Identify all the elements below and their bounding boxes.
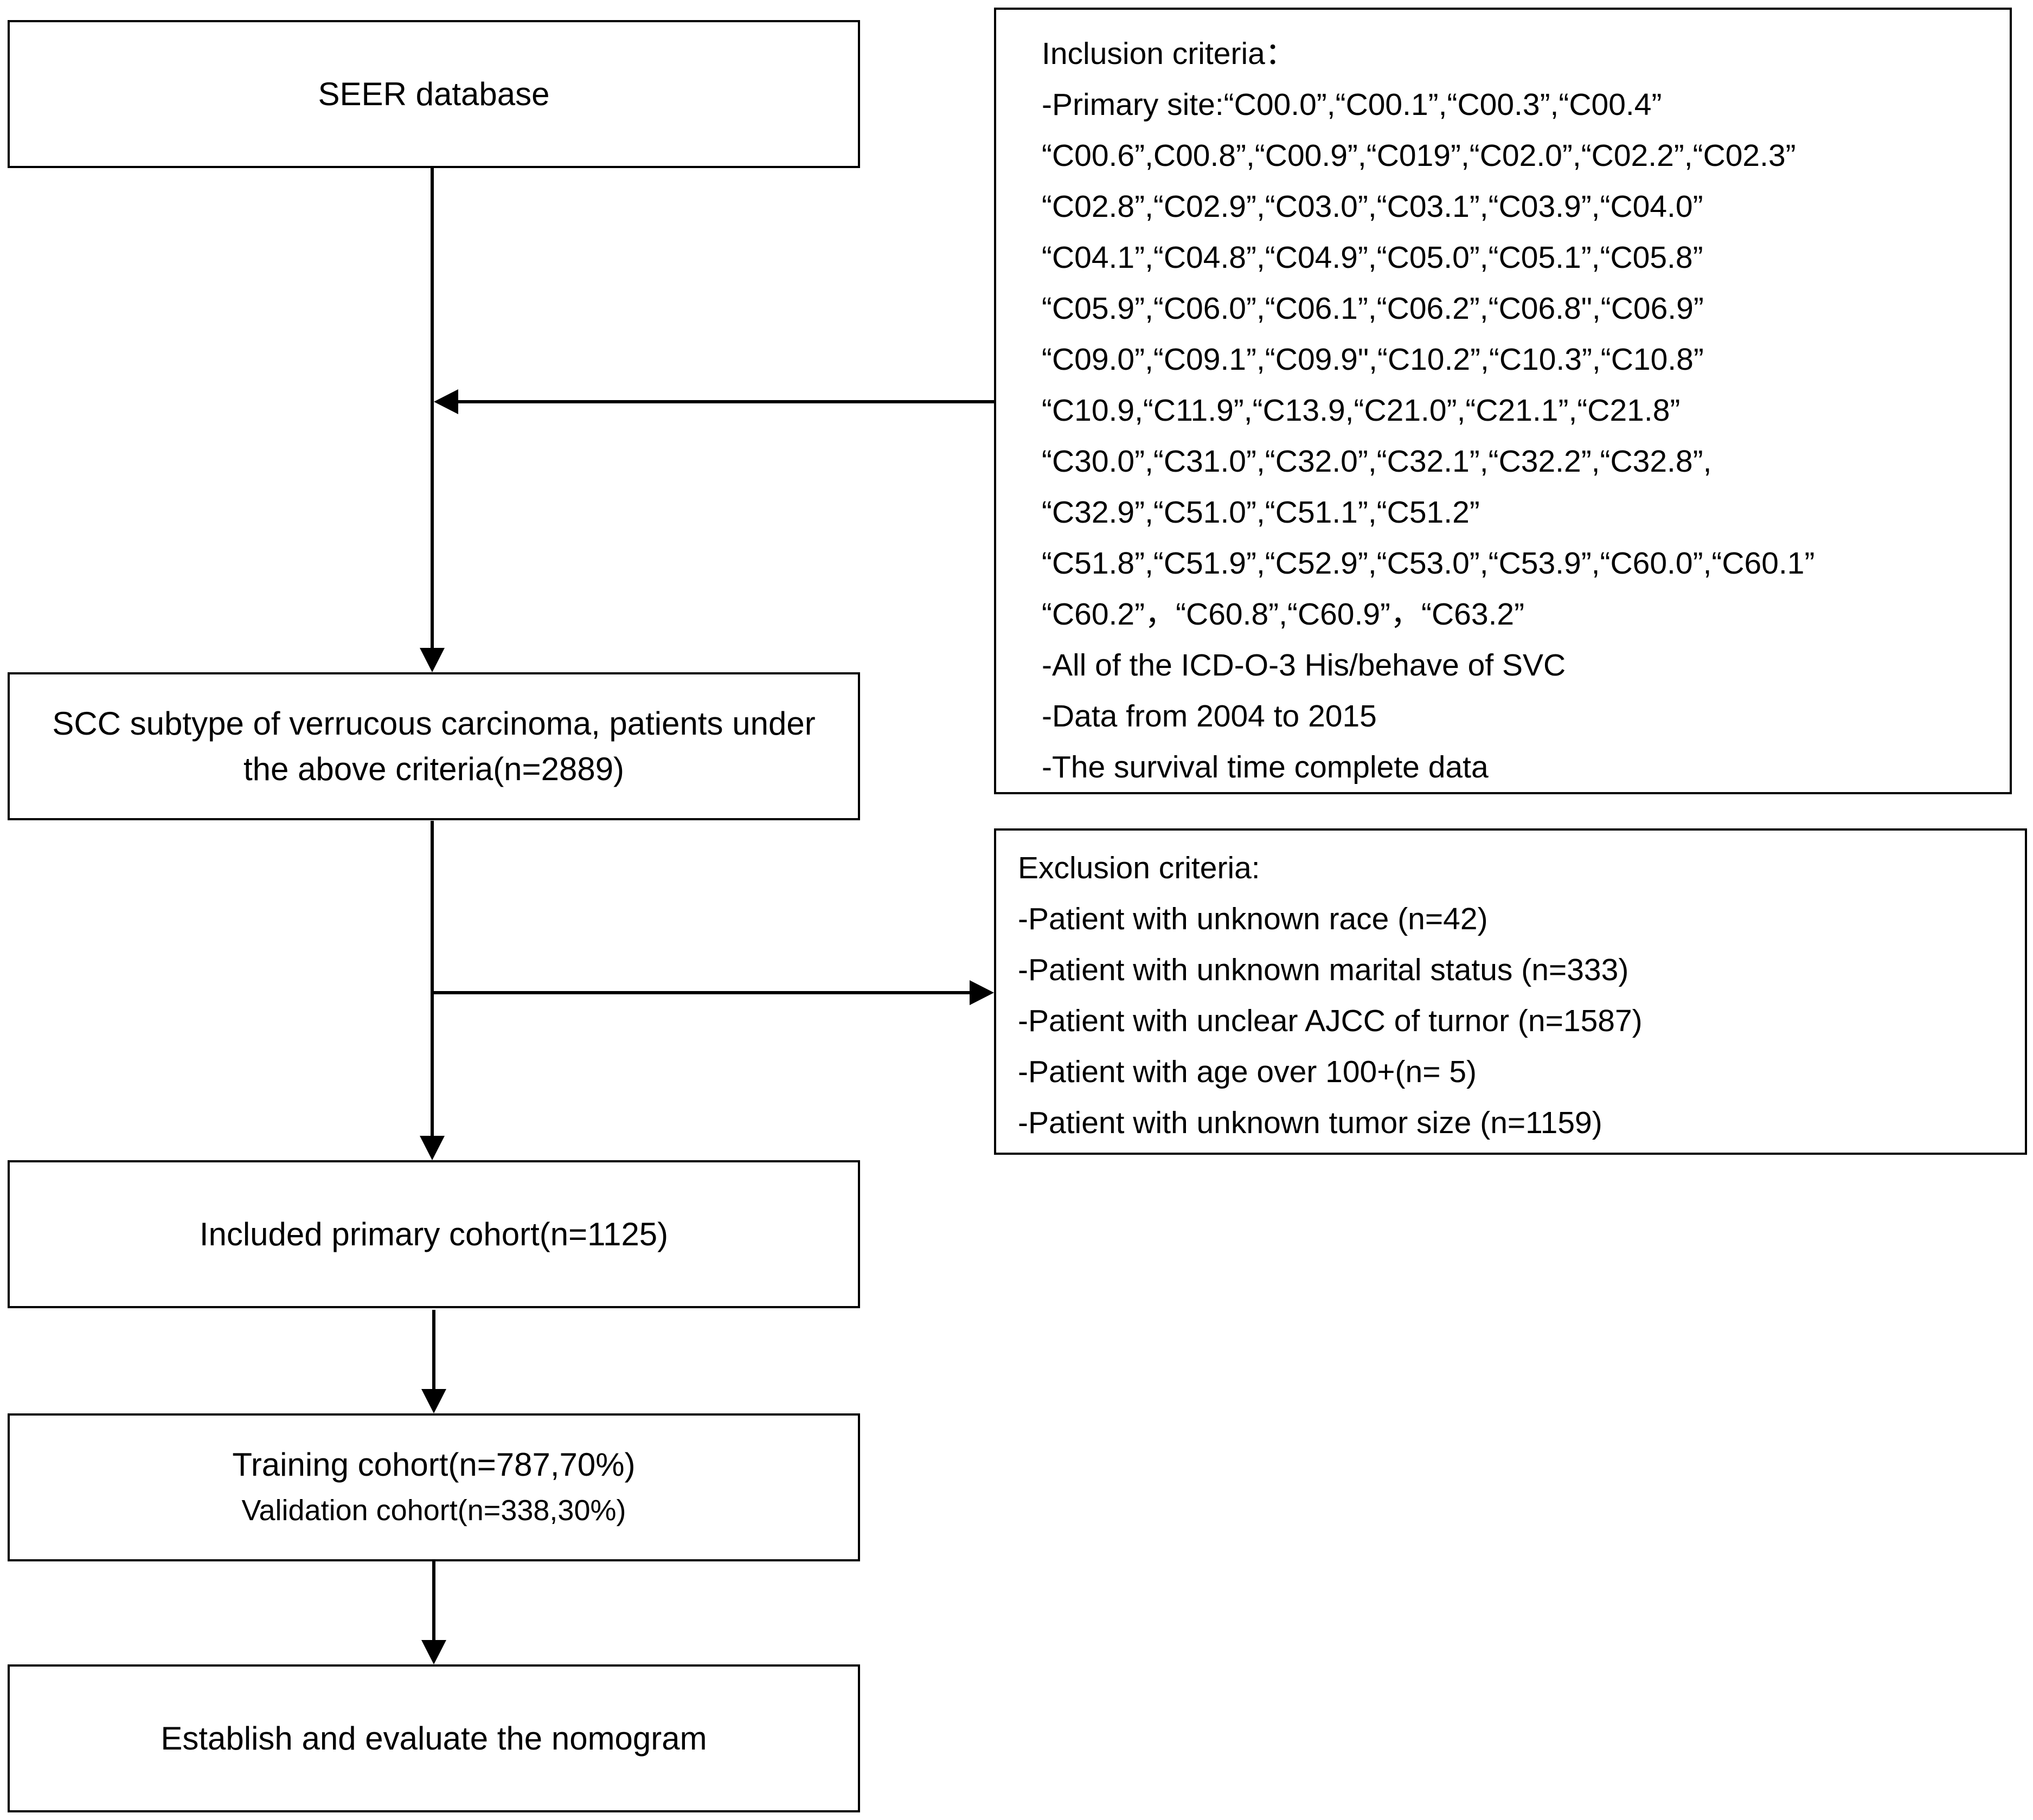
seer-database-box: SEER database <box>8 20 860 168</box>
inclusion-criteria-box: Inclusion criteria： -Primary site:“C00.0… <box>994 8 2012 794</box>
establish-nomogram-label: Establish and evaluate the nomogram <box>161 1720 707 1757</box>
inclusion-line: “C60.2”，“C60.8”,“C60.9”，“C63.2” <box>1042 597 1525 632</box>
inclusion-line: “C10.9,“C11.9”,“C13.9,“C21.0”,“C21.1”,“C… <box>1042 393 1681 428</box>
arrowhead-exclusion <box>970 980 994 1005</box>
exclusion-criteria-box: Exclusion criteria: -Patient with unknow… <box>994 828 2027 1155</box>
cohorts-box: Training cohort(n=787,70%) Validation co… <box>8 1413 860 1561</box>
exclusion-line: -Patient with unknown tumor size (n=1159… <box>1018 1105 1602 1140</box>
inclusion-line: “C30.0”,“C31.0”,“C32.0”,“C32.1”,“C32.2”,… <box>1042 444 1712 479</box>
arrowhead-included <box>420 1136 445 1160</box>
inclusion-line: -All of the ICD-O-3 His/behave of SVC <box>1042 648 1566 683</box>
inclusion-line: “C00.6”,C00.8”,“C00.9”,“C019”,“C02.0”,“C… <box>1042 138 1796 173</box>
exclusion-line: -Patient with unknown marital status (n=… <box>1018 953 1629 987</box>
inclusion-line: “C09.0”,“C09.1”,“C09.9",“C10.2”,“C10.3”,… <box>1042 342 1704 377</box>
exclusion-line: -Patient with age over 100+(n= 5) <box>1018 1054 1477 1089</box>
arrowhead-inclusion <box>434 389 458 414</box>
seer-database-label: SEER database <box>318 75 550 112</box>
included-cohort-label: Included primary cohort(n=1125) <box>199 1216 669 1252</box>
scc-subtype-box: SCC subtype of verrucous carcinoma, pati… <box>8 672 860 820</box>
inclusion-line: -Primary site:“C00.0”,“C00.1”,“C00.3”,“C… <box>1042 87 1662 122</box>
inclusion-title: Inclusion criteria： <box>1042 36 1296 71</box>
inclusion-line: “C04.1”,“C04.8”,“C04.9”,“C05.0”,“C05.1”,… <box>1042 240 1703 275</box>
arrowhead-establish <box>421 1640 446 1664</box>
exclusion-title: Exclusion criteria: <box>1018 851 1260 885</box>
inclusion-line: “C05.9”,“C06.0”,“C06.1”,“C06.2”,“C06.8",… <box>1042 291 1704 326</box>
exclusion-line: -Patient with unknown race (n=42) <box>1018 902 1488 936</box>
scc-subtype-line-1: SCC subtype of verrucous carcinoma, pati… <box>52 705 816 742</box>
establish-nomogram-box: Establish and evaluate the nomogram <box>8 1664 860 1812</box>
inclusion-line: “C02.8”,“C02.9”,“C03.0”,“C03.1”,“C03.9”,… <box>1042 189 1703 224</box>
arrowhead-cohorts <box>421 1389 446 1413</box>
exclusion-line: -Patient with unclear AJCC of turnor (n=… <box>1018 1004 1643 1038</box>
inclusion-line: “C32.9”,“C51.0”,“C51.1”,“C51.2” <box>1042 495 1480 530</box>
inclusion-line: -The survival time complete data <box>1042 750 1489 784</box>
arrowhead-scc <box>420 648 445 672</box>
inclusion-line: -Data from 2004 to 2015 <box>1042 699 1377 734</box>
training-cohort-label: Training cohort(n=787,70%) <box>232 1446 636 1483</box>
inclusion-line: “C51.8”,“C51.9”,“C52.9”,“C53.0”,“C53.9”,… <box>1042 546 1815 581</box>
included-cohort-box: Included primary cohort(n=1125) <box>8 1160 860 1308</box>
validation-cohort-label: Validation cohort(n=338,30%) <box>241 1494 626 1527</box>
scc-subtype-line-2: the above criteria(n=2889) <box>243 750 625 787</box>
